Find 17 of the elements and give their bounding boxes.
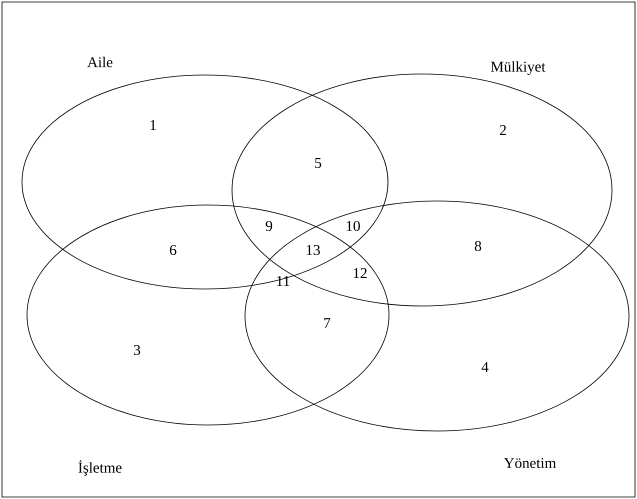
region-number: 7 [324,318,330,328]
region-number: 13 [306,244,320,256]
region-number: 2 [500,125,506,135]
region-number: 1 [150,120,156,130]
region-number: 12 [354,268,367,278]
node-label: Aile [87,56,112,68]
region-number: 10 [346,220,360,232]
region-number: 3 [134,344,140,356]
region-number: 4 [482,362,489,372]
node-label: Yönetim [504,458,556,468]
region-number: 11 [277,276,290,286]
node-label: Mülkiyet [490,61,546,75]
region-number: 6 [170,244,176,256]
region-number: 9 [266,220,272,232]
region-number: 5 [315,158,322,168]
region-number: 8 [474,240,482,252]
node-label: İşletme [78,460,122,476]
